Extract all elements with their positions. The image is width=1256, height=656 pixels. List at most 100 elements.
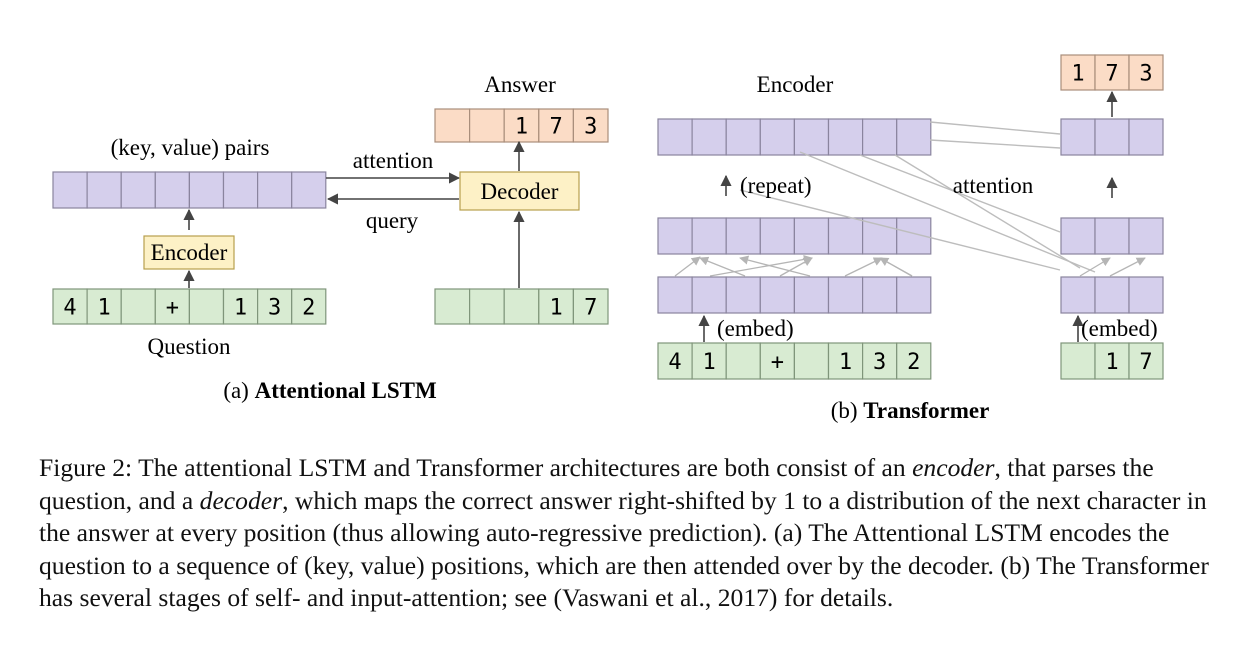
figure-caption: Figure 2: The attentional LSTM and Trans… — [39, 453, 1209, 612]
sequence-cell — [291, 171, 327, 209]
sequence-cell — [759, 276, 795, 314]
sequence-cell — [759, 217, 795, 255]
sequence-cell — [1060, 276, 1096, 314]
cell-token: 3 — [873, 350, 886, 375]
sequence-cell — [503, 108, 540, 143]
embed-label-decoder: (embed) — [1081, 316, 1158, 341]
sequence-cell — [434, 288, 471, 325]
sequence-cell — [154, 288, 191, 325]
encoder-box — [143, 235, 235, 270]
key-value-pairs-sequence — [52, 171, 327, 209]
cell-token: 7 — [1139, 350, 1152, 375]
sequence-cell — [793, 276, 830, 314]
sequence-cell — [222, 288, 259, 325]
decoder-embed-layer — [1060, 276, 1164, 314]
cell-token: 2 — [302, 296, 315, 321]
sequence-cell — [725, 217, 761, 255]
sequence-cell — [1060, 118, 1096, 156]
pairs-label: (key, value) pairs — [111, 135, 270, 160]
cell-token: 1 — [549, 296, 562, 321]
encoder-label: Encoder — [151, 240, 228, 265]
cell-token: 1 — [1071, 62, 1084, 87]
sequence-cell — [257, 288, 293, 325]
sequence-cell — [861, 118, 898, 156]
cell-token: 3 — [268, 296, 281, 321]
cell-token: 1 — [703, 350, 716, 375]
sequence-cell — [725, 118, 761, 156]
sequence-cell — [861, 276, 898, 314]
attention-label-b: attention — [953, 173, 1034, 198]
sequence-cell — [1094, 276, 1130, 314]
encoder-middle-layer — [657, 217, 932, 255]
sequence-cell — [793, 342, 830, 380]
cell-token: 3 — [1139, 62, 1152, 87]
cell-token: 1 — [234, 296, 247, 321]
self-attention-lines-decoder — [1079, 257, 1146, 277]
sequence-cell — [657, 217, 693, 255]
cell-token: + — [166, 296, 179, 321]
sequence-cell — [725, 276, 761, 314]
sequence-cell — [1128, 54, 1164, 91]
sequence-cell — [1060, 342, 1096, 380]
sequence-cell — [469, 108, 505, 143]
sequence-cell — [257, 171, 293, 209]
encoder-embed-layer — [657, 276, 932, 314]
sequence-cell — [154, 171, 191, 209]
cell-token: 4 — [668, 350, 681, 375]
attention-lines — [739, 121, 1096, 273]
subcaption-a: (a) Attentional LSTM — [223, 378, 437, 403]
sequence-cell — [657, 342, 693, 380]
sequence-cell — [1060, 54, 1096, 91]
decoder-middle-layer — [1060, 217, 1164, 255]
attention-label: attention — [353, 148, 434, 173]
cell-token: 1 — [515, 115, 528, 140]
sequence-cell — [434, 108, 471, 143]
sequence-cell — [1128, 217, 1164, 255]
sequence-cell — [861, 217, 898, 255]
sequence-cell — [759, 118, 795, 156]
self-attention-lines-encoder — [674, 254, 913, 277]
sequence-cell — [222, 171, 259, 209]
sequence-cell — [469, 288, 505, 325]
sequence-cell — [827, 118, 864, 156]
cell-token: + — [771, 350, 784, 375]
sequence-cell — [120, 171, 156, 209]
sequence-cell — [896, 276, 932, 314]
cell-token: 1 — [1105, 350, 1118, 375]
sequence-cell — [896, 342, 932, 380]
sequence-cell — [503, 288, 540, 325]
sequence-cell — [572, 108, 609, 143]
decoder-top-layer — [1060, 118, 1164, 156]
sequence-cell — [725, 342, 761, 380]
subcaption-b: (b) Transformer — [831, 398, 990, 423]
sequence-cell — [1128, 118, 1164, 156]
sequence-cell — [657, 118, 693, 156]
sequence-cell — [1094, 118, 1130, 156]
sequence-cell — [657, 276, 693, 314]
cell-token: 1 — [839, 350, 852, 375]
sequence-cell — [52, 171, 88, 209]
sequence-cell — [1128, 276, 1164, 314]
cell-token: 3 — [584, 115, 597, 140]
sequence-cell — [188, 288, 225, 325]
sequence-cell — [120, 288, 156, 325]
embed-label-encoder: (embed) — [717, 316, 794, 341]
sequence-cell — [1094, 342, 1130, 380]
query-label: query — [366, 208, 419, 233]
sequence-cell — [572, 288, 609, 325]
sequence-cell — [793, 217, 830, 255]
decoder-label: Decoder — [481, 179, 559, 204]
sequence-cell — [1060, 217, 1096, 255]
sequence-cell — [793, 118, 830, 156]
cell-token: 2 — [907, 350, 920, 375]
repeat-label: (repeat) — [740, 173, 812, 198]
